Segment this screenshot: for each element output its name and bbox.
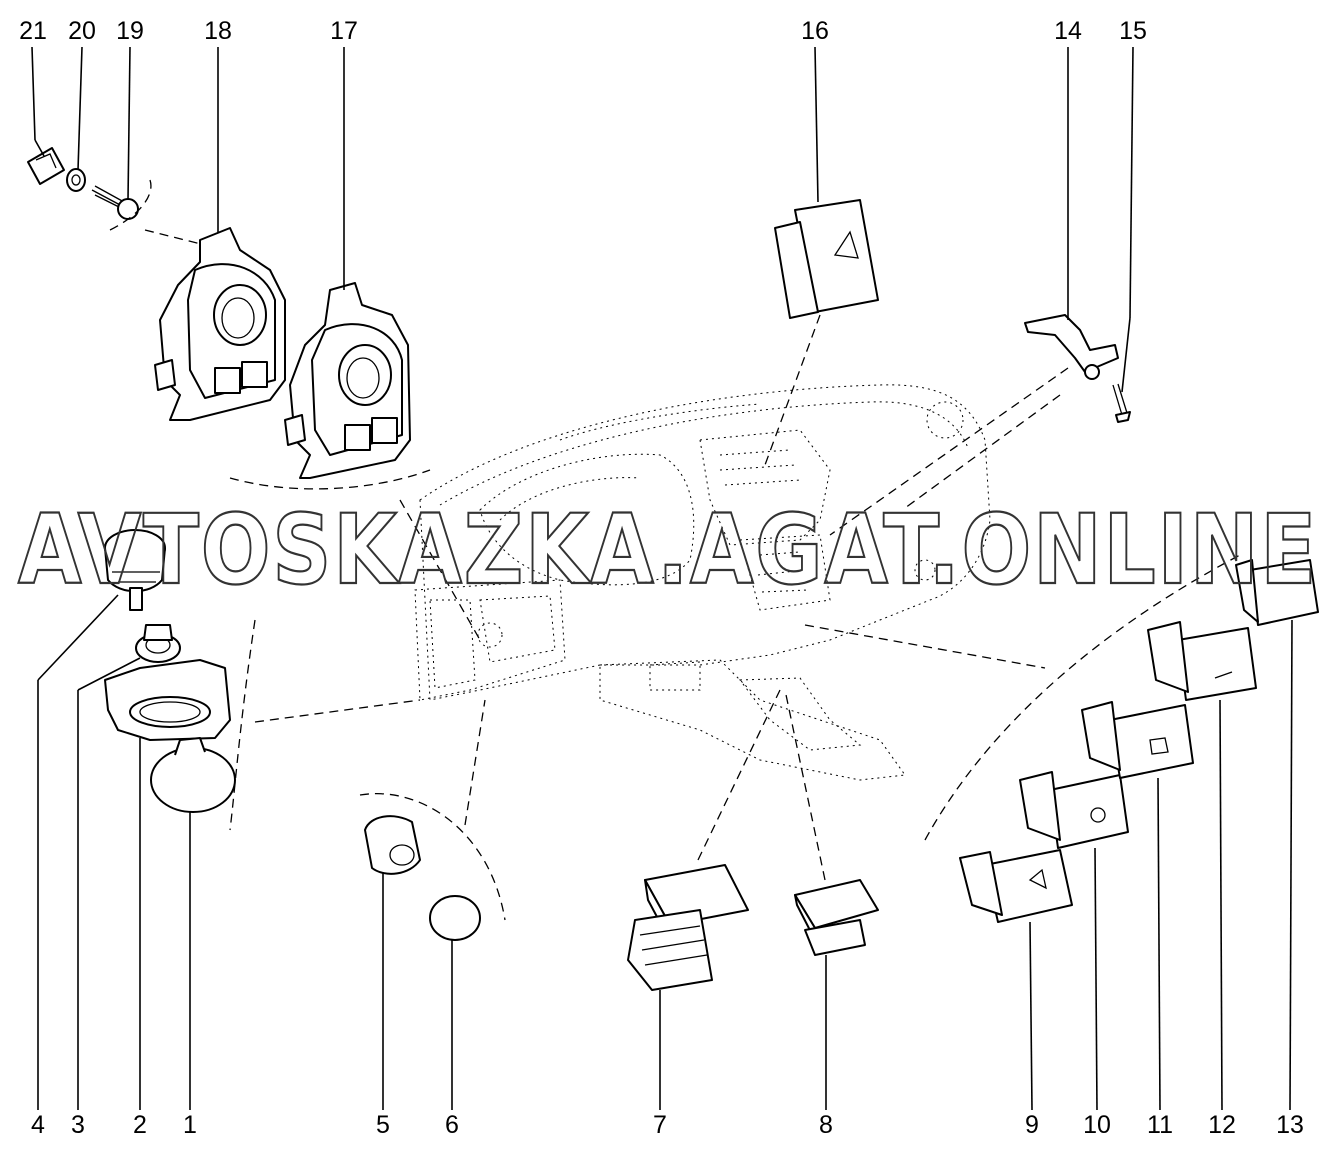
part-16-hazard-switch [764,199,879,466]
callout-8: 8 [819,1111,833,1139]
callout-18: 18 [204,17,232,45]
part-8-switch [784,689,879,956]
part-12-switch [1147,621,1257,701]
part-15-screw [1112,383,1131,423]
callout-16: 16 [801,17,829,45]
part-18-headlight-switch [154,227,286,421]
part-6-cap [429,895,481,941]
dashboard-outline [414,384,991,781]
callout-4: 4 [31,1111,45,1139]
part-5-switch [359,699,506,921]
part-1-knob [150,737,236,813]
callout-12: 12 [1208,1111,1236,1139]
part-20-washer [66,168,86,192]
part-10-switch [1019,771,1129,849]
callout-14: 14 [1054,17,1082,45]
callout-10: 10 [1083,1111,1111,1139]
callout-21: 21 [19,17,47,45]
callout-1: 1 [183,1111,197,1139]
leader-lines [31,46,1293,1111]
callout-5: 5 [376,1111,390,1139]
callout-11: 11 [1147,1111,1173,1139]
part-11-switch [1081,701,1194,779]
part-21-clip [27,147,65,185]
callout-labels: 21 20 19 18 17 16 14 15 4 3 2 1 5 6 7 8 … [19,17,1304,1139]
callout-19: 19 [116,17,144,45]
callout-6: 6 [445,1111,459,1139]
callout-15: 15 [1119,17,1147,45]
callout-20: 20 [68,17,96,45]
watermark-text: AVTOSKAZKA.AGAT.ONLINE [18,494,1318,606]
callout-3: 3 [71,1111,85,1139]
part-3-nut [135,624,181,663]
callout-2: 2 [133,1111,147,1139]
part-7-switch [627,689,781,991]
part-9-switch [959,849,1073,923]
part-14-bracket [829,314,1119,536]
callout-9: 9 [1025,1111,1039,1139]
part-2-bezel [104,619,421,831]
part-17-headlight-fog-switch [229,282,481,641]
callout-13: 13 [1276,1111,1304,1139]
part-13-switch [804,554,1319,841]
callout-17: 17 [330,17,358,45]
callout-7: 7 [653,1111,667,1139]
part-4-rotary-switch [104,529,166,611]
part-19-screw [91,179,206,246]
